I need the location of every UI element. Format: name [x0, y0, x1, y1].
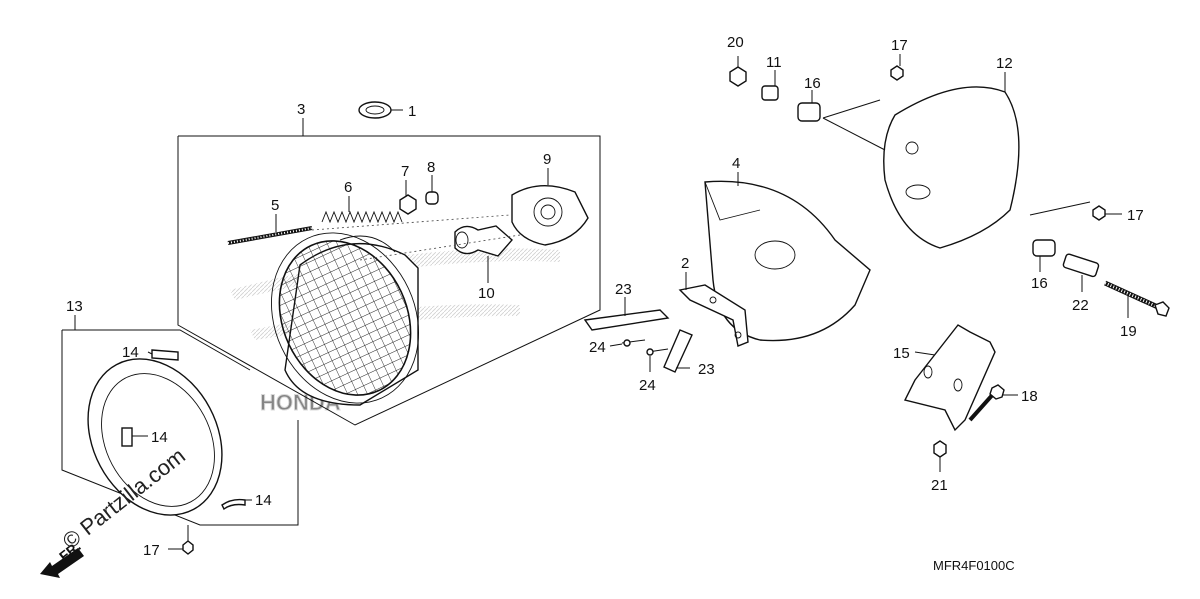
bulb-part-10: [454, 225, 513, 283]
callout-1: 1: [408, 103, 416, 120]
callout-6: 6: [344, 179, 352, 196]
headlight-unit: [271, 232, 419, 406]
stay-part-15: [903, 324, 996, 432]
callout-16-upper: 16: [804, 75, 821, 92]
callout-7: 7: [401, 163, 409, 180]
assembly-3-outline: [177, 118, 601, 426]
callout-3: 3: [297, 101, 305, 118]
callout-17-right: 17: [1127, 207, 1144, 224]
assembly-13-outline: [61, 315, 299, 526]
callout-17-lower: 17: [143, 542, 160, 559]
nut-part-20: [729, 56, 747, 87]
clip-part-14-c: [221, 498, 252, 511]
callout-8: 8: [427, 159, 435, 176]
screw-part-17-upper: [890, 54, 904, 81]
callout-9: 9: [543, 151, 551, 168]
bracket-part-2: [678, 272, 749, 347]
strap-part-23-b: [663, 329, 693, 373]
strap-part-23-a: [583, 297, 670, 331]
callout-11: 11: [766, 54, 782, 71]
spring-part-6: [321, 196, 403, 224]
callout-24-a: 24: [589, 339, 606, 356]
callout-10: 10: [478, 285, 495, 302]
callout-22: 22: [1072, 297, 1089, 314]
drawing-code: MFR4F0100C: [933, 558, 1015, 573]
headlight-case-part-12: [883, 72, 1020, 249]
screw-part-17-lower: [168, 525, 194, 555]
callout-16-lower: 16: [1031, 275, 1048, 292]
case-guide-lines: [822, 99, 1091, 216]
callout-14-c: 14: [255, 492, 272, 509]
callout-14-a: 14: [122, 344, 139, 361]
grommet-part-1: [358, 101, 403, 119]
callout-21: 21: [931, 477, 948, 494]
callout-labels: 1 2 3 4 5 6 7 8 9 10 11 12 13 14 14 14 1…: [66, 34, 1144, 559]
nut-part-21: [933, 440, 947, 472]
callout-4: 4: [732, 155, 740, 172]
callout-23-a: 23: [615, 281, 632, 298]
guide-lines: [311, 214, 521, 261]
screw-part-24-b: [646, 348, 669, 372]
clip-part-14-a: [147, 349, 179, 361]
callout-2: 2: [681, 255, 689, 272]
nut-part-7: [399, 180, 417, 215]
clip-part-14-b: [121, 427, 148, 447]
callout-23-b: 23: [698, 361, 715, 378]
callout-24-b: 24: [639, 377, 656, 394]
screw-part-24-a: [609, 339, 646, 347]
headlight-rim-part-13: [87, 358, 223, 516]
callout-20: 20: [727, 34, 744, 51]
screw-part-17-right: [1092, 205, 1122, 221]
grommet-part-16-lower: [1032, 239, 1056, 272]
callout-19: 19: [1120, 323, 1137, 340]
bolt-part-19: [1103, 280, 1170, 318]
callout-18: 18: [1021, 388, 1038, 405]
callout-14-b: 14: [151, 429, 168, 446]
socket-cover-part-9: [511, 168, 589, 246]
collar-part-22: [1062, 253, 1100, 292]
bolt-part-18: [968, 384, 1018, 422]
callout-5: 5: [271, 197, 279, 214]
grommet-part-16-upper: [797, 90, 821, 122]
collar-part-11: [761, 70, 779, 101]
cap-part-8: [425, 175, 439, 205]
callout-17-upper: 17: [891, 37, 908, 54]
adjusting-screw-part-5: [227, 214, 313, 245]
callout-13: 13: [66, 298, 83, 315]
callout-15: 15: [893, 345, 910, 362]
callout-12: 12: [996, 55, 1013, 72]
mounting-plate-part-4: [704, 172, 871, 342]
